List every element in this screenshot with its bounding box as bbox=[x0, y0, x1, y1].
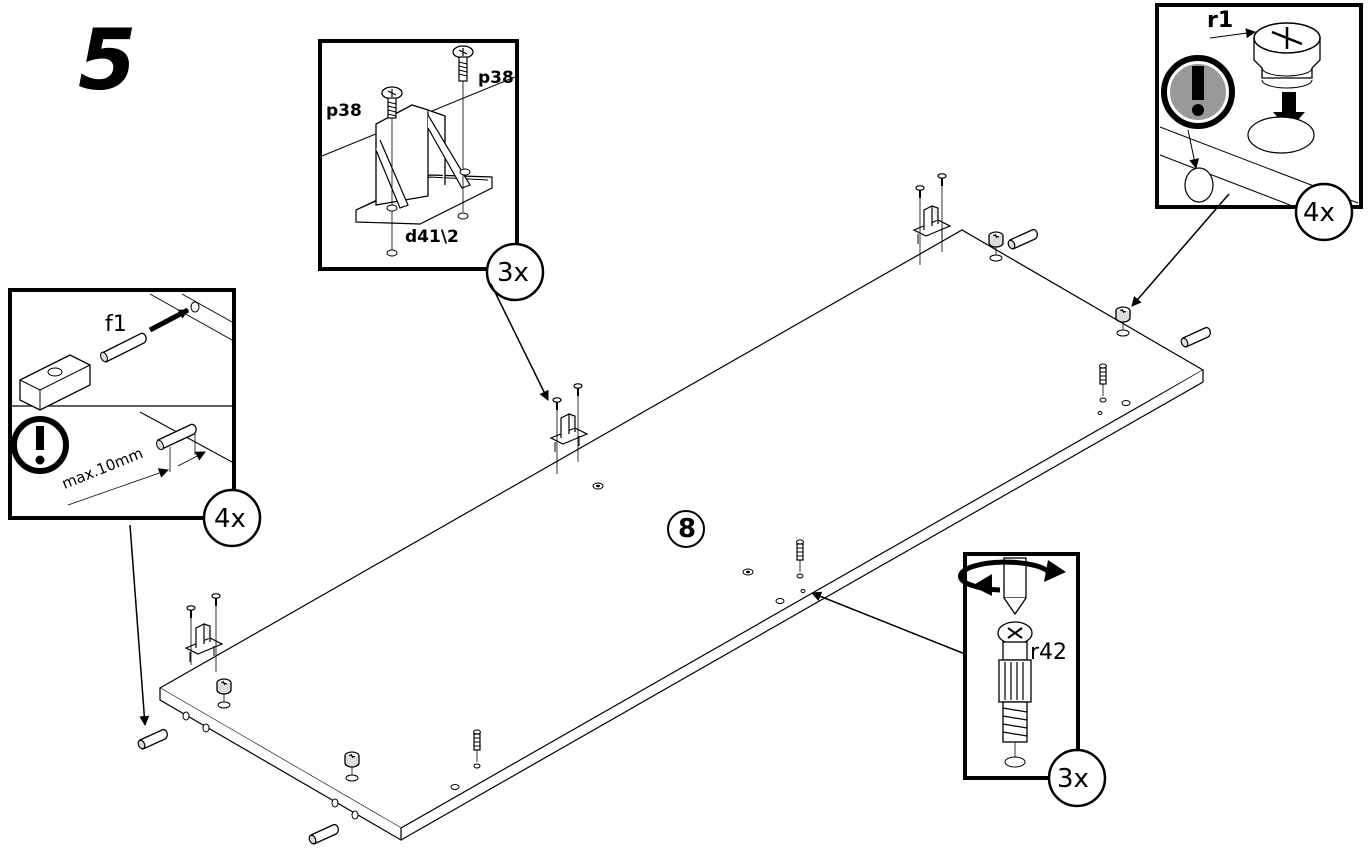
callout-bracket bbox=[318, 39, 549, 401]
dowel-pin bbox=[1179, 326, 1211, 349]
panel-number-circle bbox=[667, 510, 705, 548]
panel-number-label: 8 bbox=[678, 514, 697, 544]
step-number: 5 bbox=[78, 11, 137, 109]
cam-lock-fitting bbox=[1115, 306, 1131, 337]
cam-bolt-part-label: r42 bbox=[1030, 640, 1068, 665]
dowel-pin bbox=[307, 823, 339, 846]
dowel-part-label: f1 bbox=[105, 312, 127, 337]
cam-lock-fitting bbox=[344, 751, 360, 782]
cam-lock-fitting bbox=[216, 678, 232, 709]
bracket-fitting-right bbox=[913, 172, 951, 265]
dowel-pin bbox=[1006, 228, 1038, 251]
cam-lock-fitting bbox=[988, 231, 1004, 262]
dowel-quantity-label: 4x bbox=[214, 504, 246, 534]
cam-bolt-quantity-label: 3x bbox=[1057, 764, 1089, 794]
callout-cam-bolt bbox=[811, 552, 1107, 808]
cam-quantity-label: 4x bbox=[1303, 198, 1335, 228]
callout-dowel bbox=[8, 288, 262, 726]
bracket-screw-label-right: p38 bbox=[478, 68, 514, 88]
bracket-quantity-label: 3x bbox=[497, 258, 529, 288]
dowel-pin bbox=[136, 728, 168, 751]
cam-part-label: r1 bbox=[1207, 8, 1234, 33]
bracket-screw-label-left: p38 bbox=[326, 101, 362, 121]
bracket-fitting-middle bbox=[550, 382, 588, 474]
bracket-fitting-left bbox=[185, 592, 223, 672]
bracket-part-label: d41\2 bbox=[405, 227, 459, 247]
exclamation-warning-icon bbox=[1161, 55, 1235, 129]
callout-cam bbox=[1131, 3, 1363, 307]
exclamation-warning-icon bbox=[11, 416, 69, 474]
